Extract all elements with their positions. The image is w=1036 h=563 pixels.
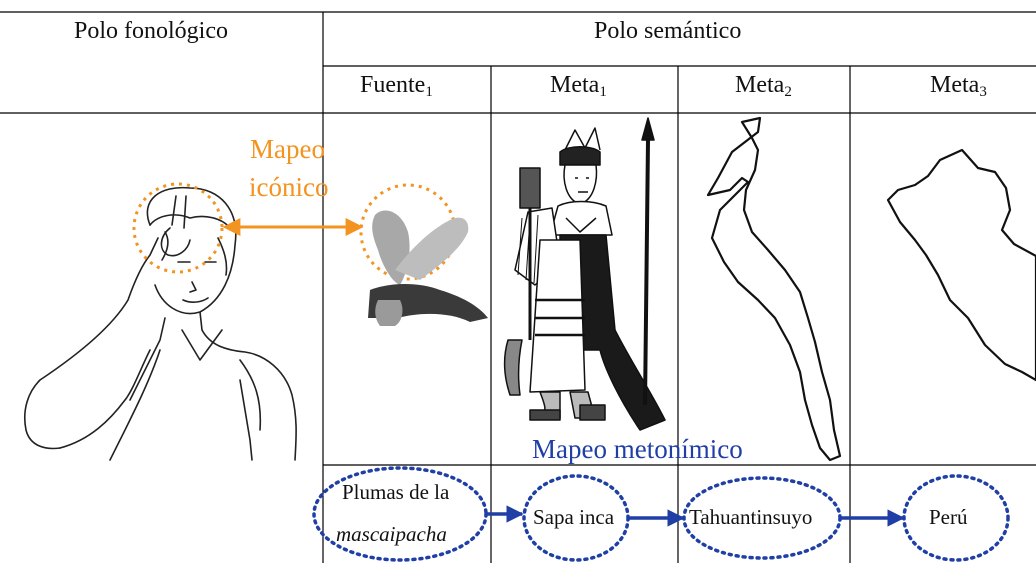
tahuantinsuyo-map: [706, 116, 842, 462]
source1-header-base: Fuente: [360, 72, 426, 98]
source-ellipse: [312, 466, 488, 562]
chain-source-line1: Plumas de la: [342, 480, 450, 504]
target3-header-sub: 3: [979, 84, 987, 100]
target2-header-sub: 2: [784, 84, 792, 100]
target2-header: Meta2: [735, 72, 792, 100]
signer-drawing: [24, 186, 297, 461]
chain-source-line2: mascaipacha: [336, 522, 447, 546]
iconic-source-circle: [132, 182, 224, 274]
table-grid: [0, 11, 1036, 563]
chain-target1: Sapa inca: [533, 505, 615, 529]
target3-header-base: Meta: [930, 72, 980, 98]
peru-map: [886, 148, 1036, 382]
target1-header-sub: 1: [599, 84, 607, 100]
metonymic-arrows: [487, 505, 905, 527]
target2-header-base: Meta: [735, 72, 785, 98]
target3-header: Meta3: [930, 72, 987, 100]
source1-header-sub: 1: [425, 84, 433, 100]
source1-header: Fuente1: [360, 72, 433, 100]
chain-target2: Tahuantinsuyo: [689, 505, 813, 529]
iconic-mapping-label-line2: icónico: [249, 172, 329, 202]
metonymic-mapping-label: Mapeo metonímico: [532, 434, 743, 464]
target1-header-base: Meta: [550, 72, 600, 98]
chain-target3: Perú: [929, 505, 968, 529]
mascaipacha-feathers: [368, 210, 488, 326]
semantic-pole-header: Polo semántico: [594, 18, 742, 44]
iconic-mapping-label-line1: Mapeo: [250, 134, 325, 164]
phonological-pole-header: Polo fonológico: [74, 18, 228, 44]
sapa-inca-figure: [503, 117, 666, 431]
target1-header: Meta1: [550, 72, 607, 100]
